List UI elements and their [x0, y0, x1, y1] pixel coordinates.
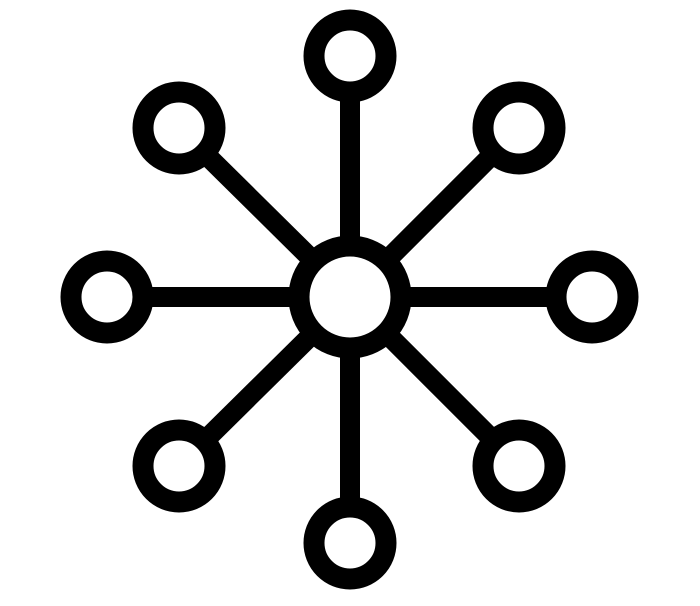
node-bottom-right: [472, 419, 566, 513]
node-left: [60, 250, 154, 344]
node-right: [545, 250, 639, 344]
node-top-left: [132, 81, 226, 175]
node-top: [303, 9, 397, 103]
node-bottom-left: [132, 419, 226, 513]
hub-center-node: [288, 235, 412, 359]
node-top-right: [472, 81, 566, 175]
nodes-group: [60, 9, 639, 590]
node-bottom: [303, 496, 397, 590]
